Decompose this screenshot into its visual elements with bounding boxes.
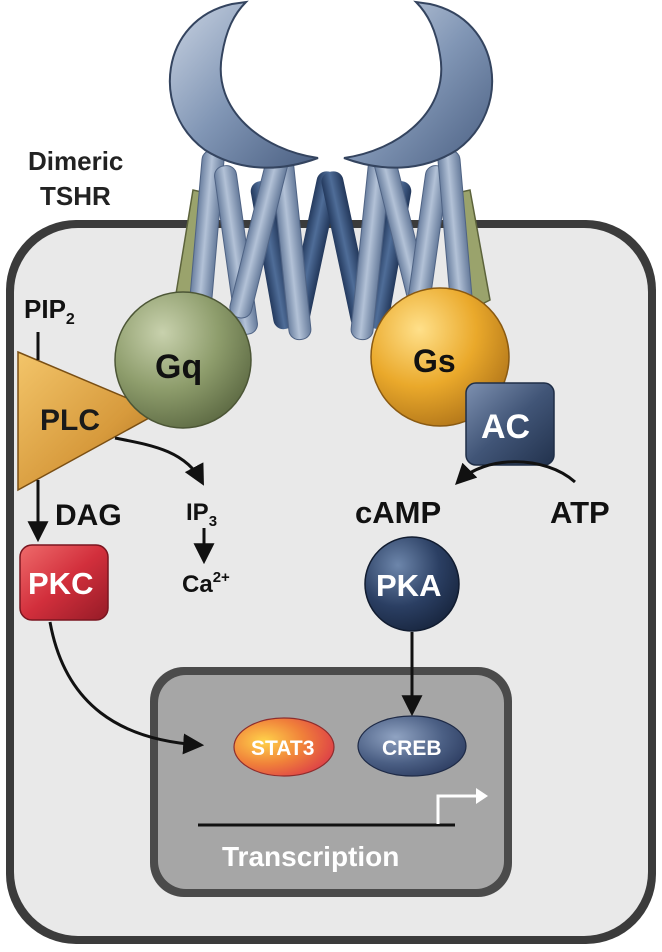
pka-kinase [364,536,460,632]
plc-label: PLC [40,404,100,437]
pip2-label: PIP2 [24,294,75,328]
atp-to-camp-arrow [455,460,577,485]
dag-label: DAG [55,499,122,532]
transcription-label: Transcription [222,841,399,872]
ac-enzyme [465,382,555,466]
receptor-label-line1: Dimeric [28,146,123,176]
camp-label: cAMP [355,495,441,530]
pkc-kinase [19,544,109,621]
stat3-label: STAT3 [251,737,314,760]
gs-label: Gs [413,343,456,379]
ac-label: AC [481,408,530,446]
pkc-label: PKC [28,566,93,601]
tshr-ectodomain-left [168,0,319,169]
creb-label: CREB [382,737,442,760]
tshr-ectodomain-right [343,0,494,169]
pka-label: PKA [376,568,441,603]
creb-factor [357,715,467,777]
transcription-start-arrow [436,794,478,824]
atp-label: ATP [550,495,610,530]
plc-enzyme [17,350,162,492]
ip3-label: IP3 [186,499,217,530]
gq-protein [114,291,252,429]
tshr-transmembrane-helices [187,149,475,341]
gq-label: Gq [155,348,202,386]
receptor-label-line2: TSHR [40,181,111,211]
pkc-to-stat3-arrow [48,621,205,755]
plc-to-ip3-arrow [114,436,204,486]
ca-label: Ca2+ [182,569,230,598]
transcription-arrow-head [476,788,488,804]
stat3-factor [233,717,335,777]
